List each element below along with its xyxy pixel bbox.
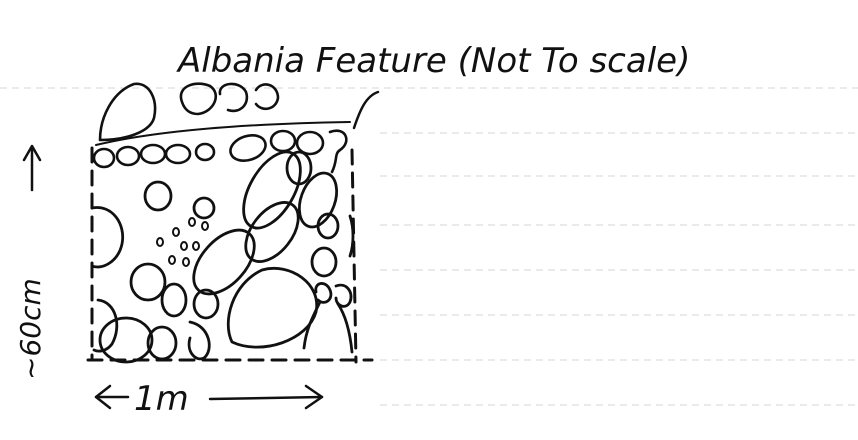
pebble <box>168 255 176 265</box>
stone <box>226 267 319 349</box>
stone <box>192 196 216 220</box>
large-stones <box>90 150 355 364</box>
stone <box>192 228 256 296</box>
pebble <box>182 257 190 267</box>
stone <box>254 83 280 111</box>
feature-outline <box>86 146 374 364</box>
stone <box>90 206 125 269</box>
stone <box>242 150 302 230</box>
pebble <box>156 237 164 247</box>
stone <box>316 212 340 240</box>
width-arrow-line-right <box>208 395 324 401</box>
pebble <box>180 241 188 251</box>
stone <box>160 282 188 318</box>
stone <box>285 150 313 186</box>
pebble <box>188 217 196 227</box>
stone <box>229 134 267 162</box>
width-dimension: 1m <box>94 379 324 419</box>
stone <box>115 145 141 167</box>
stone <box>129 262 167 302</box>
stone <box>336 302 354 354</box>
right-arrow-icon <box>304 384 324 410</box>
stone <box>164 143 192 165</box>
surface-line <box>95 121 351 146</box>
outline-right <box>350 148 358 364</box>
stone <box>269 129 297 153</box>
stone <box>143 180 173 212</box>
stone <box>146 325 178 361</box>
stone <box>310 246 338 278</box>
pebble-cluster <box>156 217 209 267</box>
surface-stones <box>98 82 280 142</box>
stone <box>187 320 211 361</box>
stone <box>194 142 216 162</box>
width-label: 1m <box>134 379 189 419</box>
pebble <box>172 227 180 237</box>
stone <box>98 316 154 364</box>
title-leader-line <box>352 90 380 130</box>
ruled-lines <box>0 87 858 406</box>
stone <box>314 282 333 304</box>
pebble <box>201 221 209 231</box>
stone <box>348 214 355 258</box>
stone <box>328 129 348 174</box>
pebble <box>192 241 200 251</box>
stone <box>295 130 325 156</box>
stone <box>297 171 339 229</box>
stone <box>92 298 119 353</box>
height-label: ~60cm <box>14 278 47 380</box>
sketch-title: Albania Feature (Not To scale) <box>176 41 690 81</box>
stone <box>192 288 220 320</box>
stone <box>218 82 249 113</box>
stone <box>92 147 116 169</box>
stone <box>302 300 322 350</box>
upper-stone-row <box>92 129 348 174</box>
height-dimension: ~60cm <box>14 144 47 380</box>
up-arrow-icon <box>22 144 42 162</box>
stone <box>139 143 167 165</box>
stone <box>179 82 217 116</box>
stone <box>98 82 157 142</box>
